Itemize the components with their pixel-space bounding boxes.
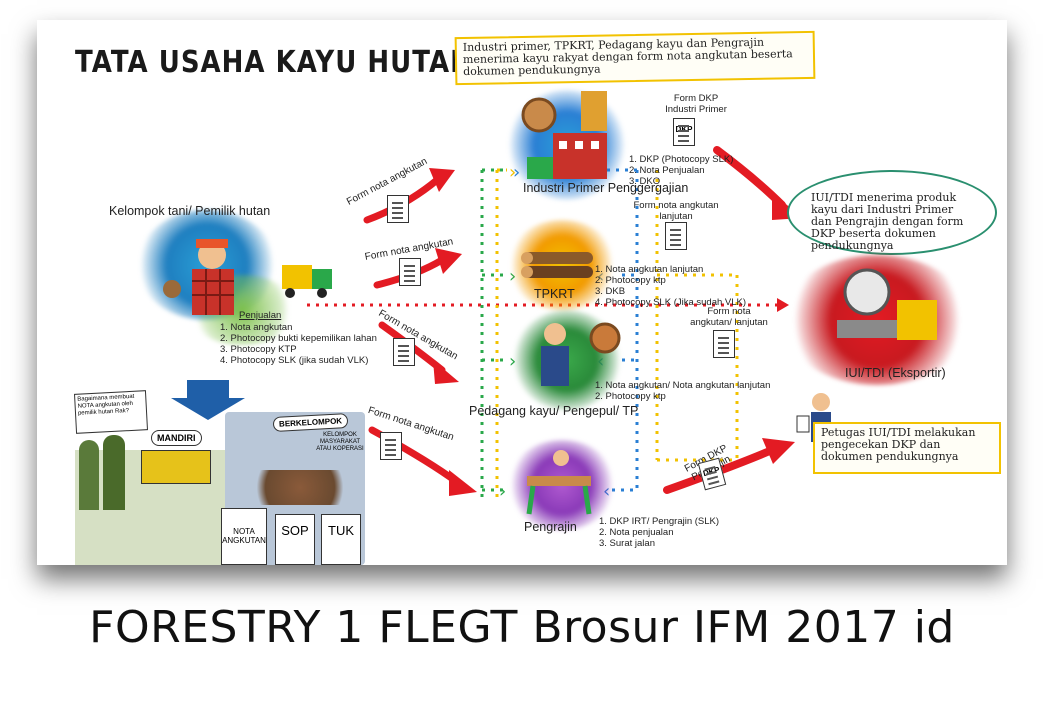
comic-mandiri: MANDIRI	[151, 430, 202, 446]
document-icon	[393, 338, 415, 366]
dkp-badge: DKP	[675, 125, 693, 134]
node-kelompok: Kelompok tani/ Pemilik hutan	[109, 204, 271, 218]
tpkrt-item: 2. Photocopy ktp	[595, 275, 666, 286]
lumber-stack	[581, 91, 607, 131]
node-iui: IUI/TDI (Eksportir)	[845, 366, 946, 380]
log-pile-illustration	[521, 252, 593, 278]
document-icon	[713, 330, 735, 358]
pengrajin-item: 2. Nota penjualan	[599, 527, 674, 538]
log-end	[589, 322, 621, 354]
log-end	[163, 280, 181, 298]
industri-item: 1. DKP (Photocopy SLK)	[629, 154, 734, 165]
workbench	[527, 476, 591, 486]
pedagang-list: 1. Nota angkutan/ Nota angkutan lanjutan…	[595, 380, 770, 402]
factory-illustration	[521, 91, 607, 179]
svg-text:›: ›	[499, 481, 506, 502]
penjualan-heading: Penjualan	[239, 310, 282, 321]
lumber-stack	[897, 300, 937, 340]
main-red-arrowhead	[777, 298, 789, 312]
arrow-pengrajin-to-iui	[663, 446, 776, 494]
industri-item: 2. Nota Penjualan	[629, 165, 705, 176]
document-icon	[387, 195, 409, 223]
trader-body	[541, 346, 569, 386]
dkp-badge: DKP	[702, 465, 721, 479]
pengrajin-list: 1. DKP IRT/ Pengrajin (SLK) 2. Nota penj…	[599, 516, 719, 549]
poster: › › › › › ‹ ‹ ‹ TATA USAHA KAYU HUTAN RA…	[37, 20, 1007, 565]
document-icon	[380, 432, 402, 460]
export-factory-illustration	[837, 268, 937, 340]
craftsman-illustration	[526, 450, 592, 515]
farmer-shirt	[192, 269, 234, 315]
tpkrt-list: 1. Nota angkutan lanjutan 2. Photocopy k…	[595, 264, 746, 308]
label-form-dkp-industri: Form DKP Industri Primer	[665, 93, 727, 115]
pengrajin-item: 1. DKP IRT/ Pengrajin (SLK)	[599, 516, 720, 527]
note-top: Industri primer, TPKRT, Pedagang kayu da…	[454, 30, 816, 86]
penjualan-item: 1. Nota angkutan	[220, 322, 293, 333]
truck-cab	[312, 269, 332, 289]
comic-truck	[141, 450, 211, 484]
node-pengrajin: Pengrajin	[524, 520, 577, 534]
document-icon	[665, 222, 687, 250]
log-end	[521, 97, 557, 133]
penjualan-list: 1. Nota angkutan 2. Photocopy bukti kepe…	[220, 322, 377, 366]
down-arrow-blue	[171, 380, 245, 420]
pengrajin-item: 3. Surat jalan	[599, 538, 655, 549]
node-tpkrt: TPKRT	[534, 287, 575, 301]
comic-sop: SOP	[275, 514, 315, 565]
svg-text:›: ›	[509, 162, 516, 183]
label-form-nota-lanjutan-2: Form nota angkutan/ lanjutan	[690, 306, 768, 328]
tpkrt-item: 1. Nota angkutan lanjutan	[595, 264, 704, 275]
tpkrt-item: 3. DKB	[595, 286, 626, 297]
tpkrt-splash	[507, 220, 617, 310]
caption: FORESTRY 1 FLEGT Brosur IFM 2017 id	[89, 602, 955, 653]
farmer-truck-illustration	[163, 239, 332, 315]
factory-building	[553, 133, 607, 179]
comic-people	[245, 470, 355, 505]
trader-head	[544, 323, 566, 345]
speech-bubble: IUI/TDI menerima produk kayu dari Indust…	[787, 170, 997, 255]
label-form-nota-lanjutan: Form nota angkutan lanjutan	[633, 200, 719, 222]
saw-blade	[843, 268, 891, 316]
node-pedagang: Pedagang kayu/ Pengepul/ TP	[469, 404, 639, 418]
note-right: Petugas IUI/TDI melakukan pengecekan DKP…	[813, 422, 1001, 474]
pedagang-item: 2. Photocopy ktp	[595, 391, 666, 402]
tree	[103, 435, 125, 510]
comic-tuk: TUK	[321, 514, 361, 565]
comic-kelompok: KELOMPOK MASYARAKAT ATAU KOPERASI	[316, 432, 364, 452]
pedagang-item: 1. Nota angkutan/ Nota angkutan lanjutan	[595, 380, 771, 391]
industri-item: 3. DKO	[629, 176, 661, 187]
tree	[79, 440, 99, 510]
document-icon: DKP	[673, 118, 695, 146]
penjualan-item: 3. Photocopy KTP	[220, 344, 297, 355]
tpkrt-item: 4. Photocopy SLK (Jika sudah VLK)	[595, 297, 747, 308]
penjualan-item: 4. Photocopy SLK (jika sudah VLK)	[220, 355, 369, 366]
comic-question: Bagaimana membuat NOTA angkutan oleh pem…	[74, 390, 148, 434]
document-icon	[399, 258, 421, 286]
industri-list: 1. DKP (Photocopy SLK) 2. Nota Penjualan…	[629, 154, 733, 187]
lumberjack-illustration	[541, 322, 621, 386]
penjualan-item: 2. Photocopy bukti kepemilikan lahan	[220, 333, 377, 344]
node-industri: Industri Primer Penggergajian	[523, 181, 689, 195]
truck-logs	[282, 265, 312, 289]
comic-panel: Bagaimana membuat NOTA angkutan oleh pem…	[74, 390, 365, 565]
comic-nota: NOTA ANGKUTAN	[221, 508, 267, 565]
